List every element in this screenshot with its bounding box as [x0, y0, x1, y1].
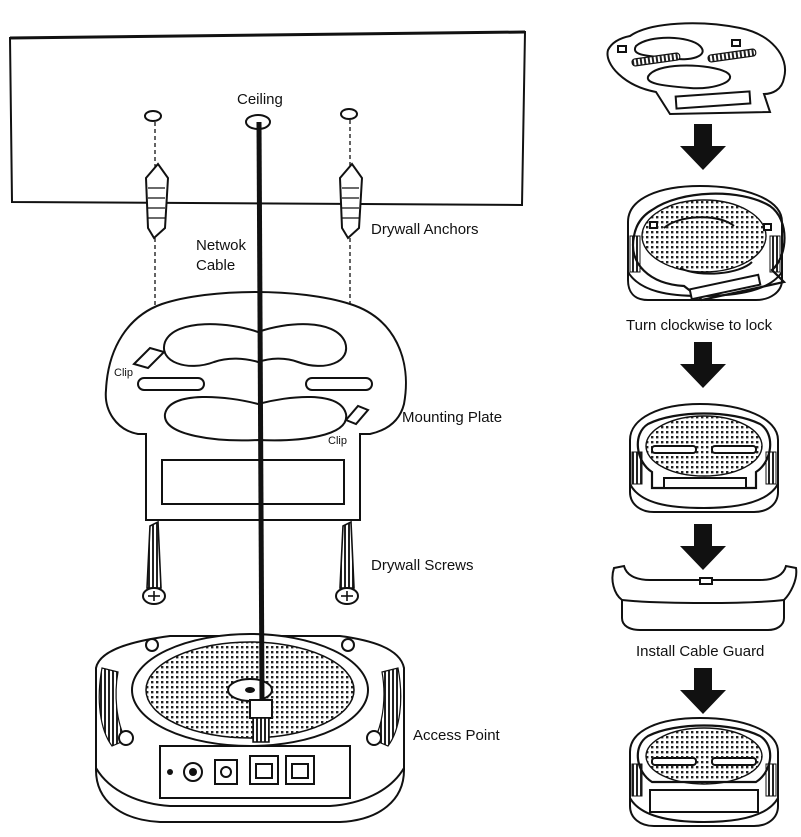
clip-left-label: Clip	[114, 367, 133, 379]
screw-icon	[142, 520, 166, 605]
drywall-anchor-icon	[338, 162, 364, 240]
step-4-caption: Install Cable Guard	[636, 643, 764, 660]
arrow-down-icon	[680, 524, 726, 570]
mounting-plate: Clip Clip	[104, 291, 407, 521]
drywall-screws-label: Drywall Screws	[371, 557, 474, 574]
network-cable	[249, 121, 273, 743]
step-5-final	[629, 716, 779, 827]
step-4-cable-guard	[611, 564, 798, 631]
ceiling-panel: Ceiling	[8, 30, 527, 207]
arrow-down-icon	[680, 668, 726, 714]
network-cable-label: Netwok	[196, 237, 247, 254]
drywall-anchors-label: Drywall Anchors	[371, 221, 479, 238]
access-point-label: Access Point	[413, 727, 501, 744]
access-point	[95, 633, 405, 823]
clip-right-label: Clip	[328, 435, 347, 447]
step-2-plate-on-ap	[627, 184, 787, 302]
arrow-down-icon	[680, 124, 726, 170]
ceiling-label: Ceiling	[237, 91, 283, 108]
network-cable-label-line2: Cable	[196, 257, 235, 274]
mounting-plate-label: Mounting Plate	[402, 409, 502, 426]
step-2-caption: Turn clockwise to lock	[626, 317, 773, 334]
step-1-plate	[606, 22, 787, 116]
step-3-locked	[629, 402, 779, 513]
drywall-anchor-icon	[144, 162, 170, 240]
screw-icon	[335, 520, 359, 605]
arrow-down-icon	[680, 342, 726, 388]
